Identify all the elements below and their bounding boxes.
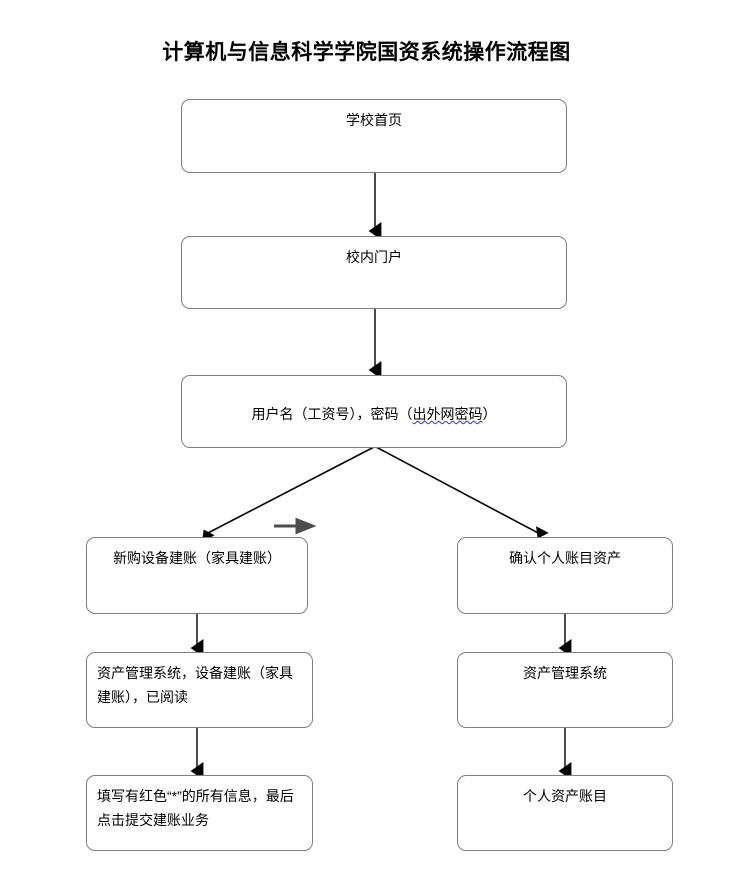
node-asset-system-right[interactable]: 资产管理系统 xyxy=(457,652,673,728)
node-asset-system-right-label: 资产管理系统 xyxy=(523,665,607,681)
node-login-prefix: 用户名（工资号），密码（ xyxy=(251,406,413,422)
connector-login-to-confirm-assets xyxy=(375,446,549,539)
node-fill-required-info[interactable]: 填写有红色“*”的所有信息，最后点击提交建账业务 xyxy=(86,775,313,851)
page-title: 计算机与信息科学学院国资系统操作流程图 xyxy=(162,40,571,64)
node-campus-portal-label: 校内门户 xyxy=(346,249,402,265)
node-login-credentials[interactable]: 用户名（工资号），密码（出外网密码） xyxy=(181,375,567,448)
node-new-equipment[interactable]: 新购设备建账（家具建账） xyxy=(86,537,308,614)
node-login-suffix: ） xyxy=(482,406,497,422)
connector-login-to-new-equipment xyxy=(201,446,375,542)
node-asset-system-left-label: 资产管理系统，设备建账（家具建账），已阅读 xyxy=(97,665,293,705)
node-new-equipment-label: 新购设备建账（家具建账） xyxy=(113,550,281,566)
node-personal-asset-ledger[interactable]: 个人资产账目 xyxy=(457,775,673,851)
node-campus-portal[interactable]: 校内门户 xyxy=(181,236,567,309)
node-asset-system-left[interactable]: 资产管理系统，设备建账（家具建账），已阅读 xyxy=(86,652,313,728)
node-school-home[interactable]: 学校首页 xyxy=(181,99,567,173)
node-school-home-label: 学校首页 xyxy=(346,112,402,128)
node-login-spellchecked-term: 出外网密码 xyxy=(412,406,483,422)
node-login-credentials-label: 用户名（工资号），密码（出外网密码） xyxy=(182,376,566,426)
node-confirm-assets-label: 确认个人账目资产 xyxy=(509,550,621,566)
node-confirm-assets[interactable]: 确认个人账目资产 xyxy=(457,537,673,614)
node-fill-required-info-label: 填写有红色“*”的所有信息，最后点击提交建账业务 xyxy=(97,788,294,828)
node-personal-asset-ledger-label: 个人资产账目 xyxy=(523,788,607,804)
